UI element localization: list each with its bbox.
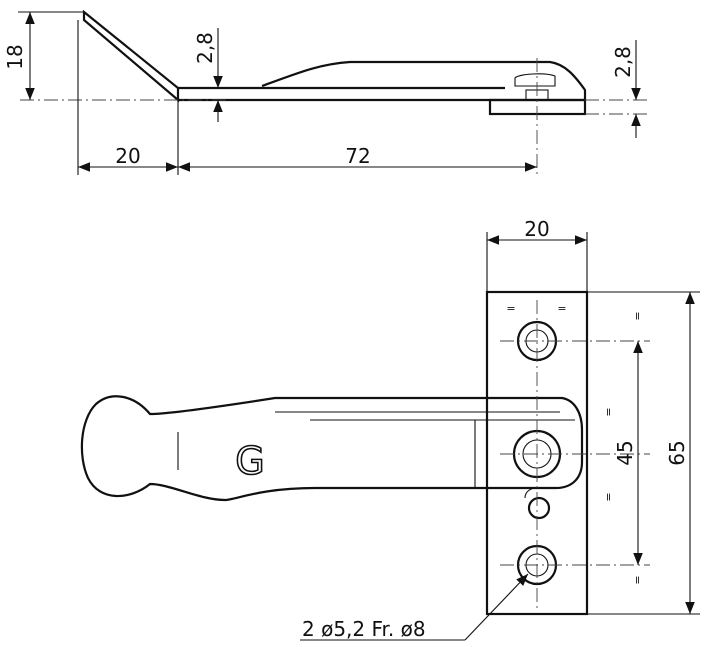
side-view-arm [82, 9, 180, 103]
equal-mark: = [602, 492, 615, 501]
front-view: G = = = = = = 20 45 65 2 ø5,2 Fr. ø8 [80, 217, 700, 641]
dim-plate-height: 65 [665, 440, 689, 465]
mounting-plate [485, 290, 589, 616]
hole-callout: 2 ø5,2 Fr. ø8 [302, 617, 426, 641]
dim-plate-width: 20 [524, 217, 549, 241]
equal-mark: = [631, 311, 644, 320]
equal-mark: = [602, 407, 615, 416]
side-view-tongue-inner [514, 73, 556, 87]
dim-hole-spacing: 45 [613, 440, 637, 465]
dim-side-length-left: 20 [115, 144, 140, 168]
dim-side-thickness-top: 2,8 [193, 32, 217, 64]
equal-mark: = [557, 302, 566, 315]
side-view-strip [178, 86, 505, 102]
equal-mark: = [631, 575, 644, 584]
dim-side-height: 18 [3, 44, 27, 69]
equal-mark: = [506, 302, 515, 315]
side-view-plate [488, 98, 587, 116]
latch-hook-pin [527, 496, 551, 520]
dim-side-length-right: 72 [345, 144, 370, 168]
part-mark: G [235, 439, 264, 483]
dim-side-thickness-right: 2,8 [611, 46, 635, 78]
side-view: 18 2,8 2,8 20 72 [3, 9, 650, 178]
side-view-tongue [261, 60, 587, 102]
latch-handle [80, 395, 584, 502]
